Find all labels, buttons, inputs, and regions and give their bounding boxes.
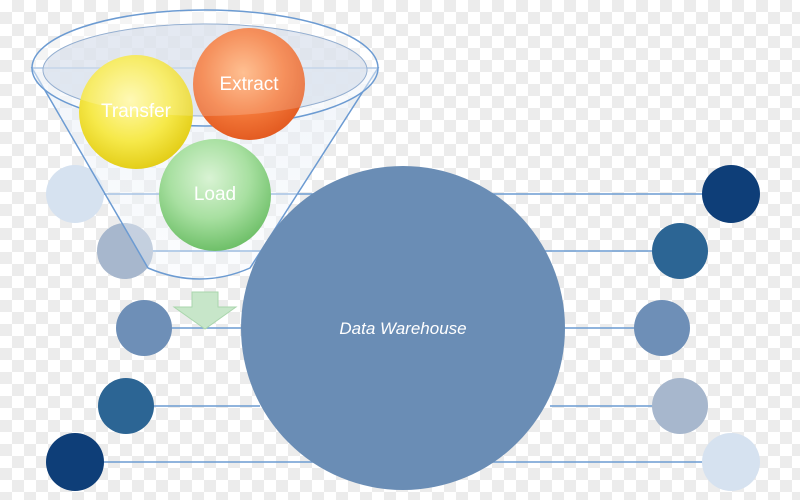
left-node-4 (98, 378, 154, 434)
data-warehouse-label: Data Warehouse (339, 319, 466, 338)
left-node-3 (116, 300, 172, 356)
right-node-3 (634, 300, 690, 356)
left-node-5 (46, 433, 104, 491)
extract-ball (193, 28, 305, 140)
down-arrow-icon (172, 291, 238, 330)
right-node-1 (702, 165, 760, 223)
extract-label: Extract (219, 74, 279, 95)
right-node-2 (652, 223, 708, 279)
funnel-glass-overlay (43, 24, 367, 116)
load-ball (159, 139, 271, 251)
transfer-ball (79, 55, 193, 169)
right-node-5 (702, 433, 760, 491)
transfer-label: Transfer (101, 101, 172, 122)
data-warehouse-hub (241, 166, 565, 490)
right-node-4 (652, 378, 708, 434)
load-label: Load (194, 184, 236, 205)
left-node-1 (46, 165, 104, 223)
